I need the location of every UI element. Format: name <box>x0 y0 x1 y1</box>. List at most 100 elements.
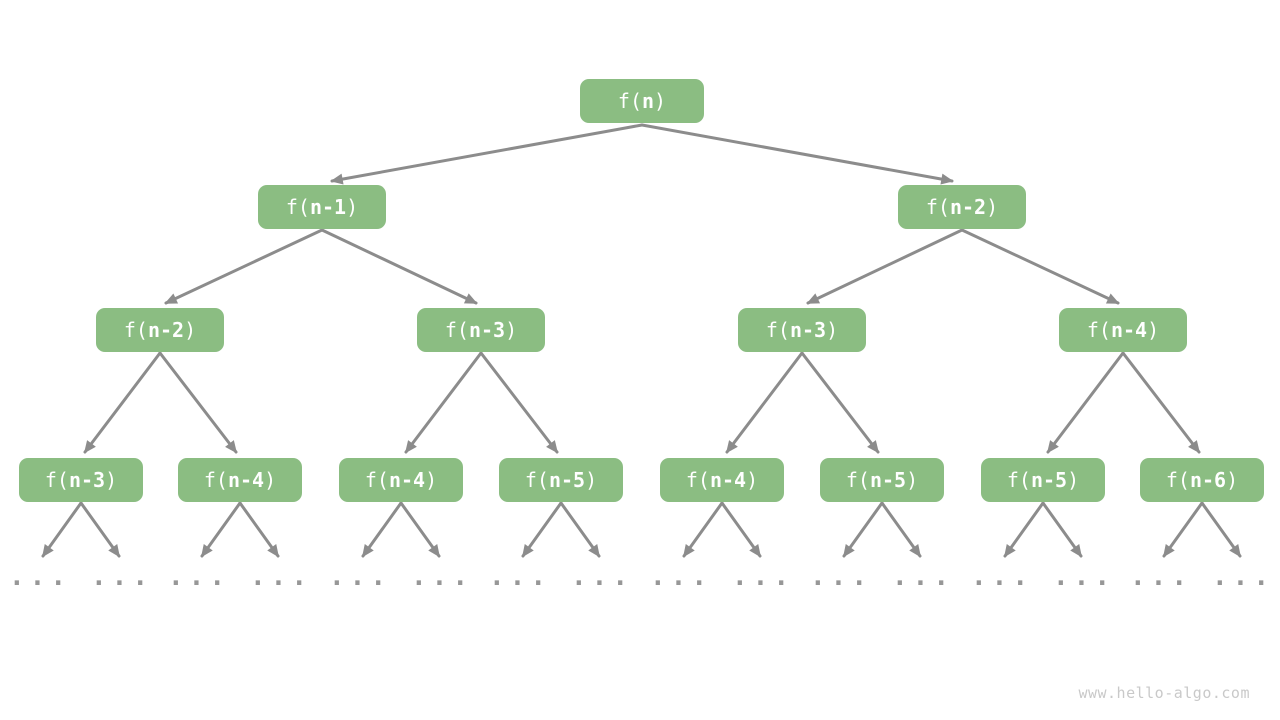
ellipsis: ... <box>650 562 712 592</box>
node-label: f( <box>123 318 148 342</box>
node-label-arg: n-4 <box>227 468 265 492</box>
arrow <box>1162 501 1204 558</box>
arrow <box>559 501 601 558</box>
arrow <box>479 351 559 454</box>
ellipsis: ... <box>571 562 633 592</box>
tree-node: f(n-5) <box>820 458 944 502</box>
node-label: ) <box>184 318 197 342</box>
node-label: ) <box>505 318 518 342</box>
arrow <box>725 351 804 454</box>
node-label: ) <box>1226 468 1239 492</box>
tree-node: f(n-6) <box>1140 458 1264 502</box>
arrow <box>806 228 964 305</box>
arrow <box>1003 501 1045 558</box>
arrow <box>960 228 1120 305</box>
arrow <box>880 501 922 558</box>
node-label: ) <box>746 468 759 492</box>
arrow <box>842 501 884 558</box>
node-label: ) <box>1147 318 1160 342</box>
arrow <box>800 351 880 454</box>
ellipsis: ... <box>91 562 153 592</box>
node-label: f( <box>285 195 310 219</box>
node-label: ) <box>585 468 598 492</box>
node-label: f( <box>617 89 642 113</box>
node-label-arg: n-4 <box>388 468 426 492</box>
node-label: ) <box>346 195 359 219</box>
ellipsis: ... <box>971 562 1033 592</box>
ellipsis: ... <box>411 562 473 592</box>
node-label: f( <box>1006 468 1031 492</box>
ellipsis: ... <box>732 562 794 592</box>
node-label-arg: n-4 <box>1110 318 1148 342</box>
node-label: f( <box>685 468 710 492</box>
arrow <box>1200 501 1242 558</box>
tree-node: f(n-5) <box>499 458 623 502</box>
ellipsis: ... <box>168 562 230 592</box>
tree-node: f(n-4) <box>339 458 463 502</box>
arrow <box>1041 501 1083 558</box>
node-label-arg: n-2 <box>147 318 185 342</box>
arrow <box>238 501 280 558</box>
node-label-arg: n-6 <box>1189 468 1227 492</box>
tree-node: f(n-3) <box>19 458 143 502</box>
arrow <box>404 351 483 454</box>
node-label: ) <box>105 468 118 492</box>
node-label: ) <box>425 468 438 492</box>
node-label-arg: n <box>642 89 655 113</box>
arrow <box>320 228 478 305</box>
tree-node: f(n-4) <box>660 458 784 502</box>
arrow <box>720 501 762 558</box>
ellipsis: ... <box>1212 562 1274 592</box>
tree-node-root: f(n) <box>580 79 704 123</box>
arrow <box>200 501 242 558</box>
arrow <box>330 123 644 185</box>
node-label: f( <box>444 318 469 342</box>
node-label-arg: n-1 <box>309 195 347 219</box>
node-label: f( <box>524 468 549 492</box>
node-label-arg: n-2 <box>949 195 987 219</box>
node-label-arg: n-3 <box>789 318 827 342</box>
node-label-arg: n-5 <box>548 468 586 492</box>
tree-node: f(n-1) <box>258 185 386 229</box>
arrow <box>682 501 724 558</box>
tree-node: f(n-2) <box>96 308 224 352</box>
arrow <box>640 123 954 185</box>
arrow <box>158 351 238 454</box>
node-label: f( <box>925 195 950 219</box>
arrow <box>521 501 563 558</box>
tree-node: f(n-4) <box>178 458 302 502</box>
node-label-arg: n-5 <box>869 468 907 492</box>
node-label: ) <box>1067 468 1080 492</box>
arrow <box>1046 351 1125 454</box>
node-label: f( <box>203 468 228 492</box>
ellipsis: ... <box>810 562 872 592</box>
node-label-arg: n-3 <box>468 318 506 342</box>
node-label: f( <box>364 468 389 492</box>
node-label: f( <box>845 468 870 492</box>
arrow <box>41 501 83 558</box>
ellipsis: ... <box>1130 562 1192 592</box>
ellipsis: ... <box>1053 562 1115 592</box>
node-label: f( <box>765 318 790 342</box>
node-label: ) <box>986 195 999 219</box>
ellipsis: ... <box>892 562 954 592</box>
node-label: f( <box>1165 468 1190 492</box>
node-label-arg: n-3 <box>68 468 106 492</box>
tree-node: f(n-5) <box>981 458 1105 502</box>
tree-node: f(n-3) <box>417 308 545 352</box>
arrow <box>1121 351 1201 454</box>
watermark: www.hello-algo.com <box>1078 684 1250 702</box>
ellipsis: ... <box>489 562 551 592</box>
arrow <box>83 351 162 454</box>
node-label-arg: n-5 <box>1030 468 1068 492</box>
node-label: ) <box>654 89 667 113</box>
node-label: ) <box>826 318 839 342</box>
tree-node: f(n-3) <box>738 308 866 352</box>
ellipsis: ... <box>9 562 71 592</box>
arrow <box>79 501 121 558</box>
node-label: f( <box>44 468 69 492</box>
tree-node: f(n-2) <box>898 185 1026 229</box>
node-label-arg: n-4 <box>709 468 747 492</box>
